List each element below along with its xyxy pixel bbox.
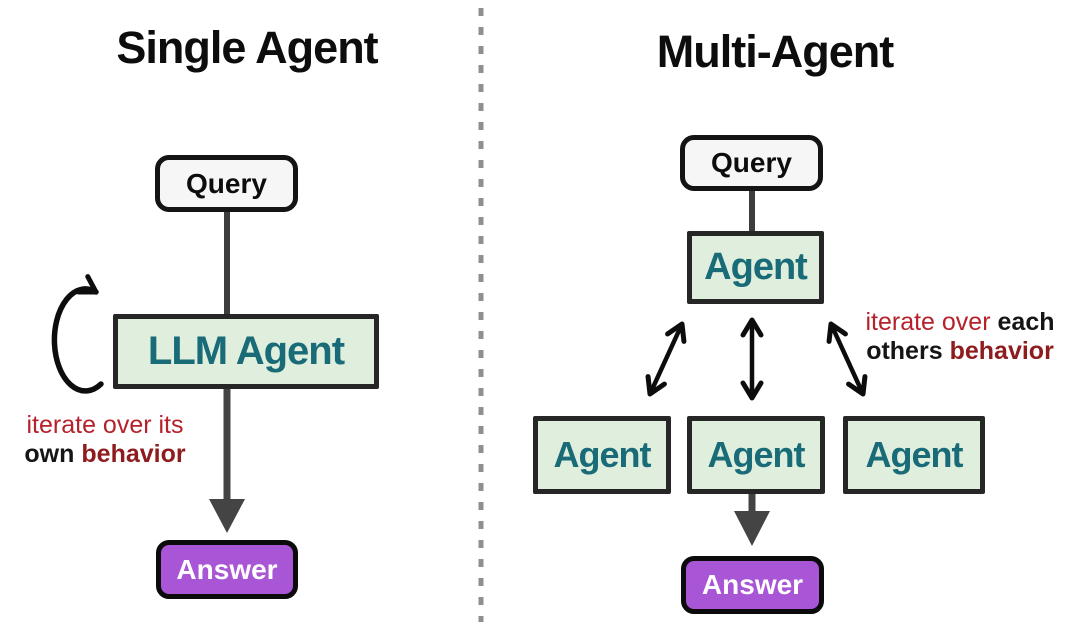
- left-query-node: Query: [155, 155, 298, 212]
- right-answer-label: Answer: [701, 569, 804, 600]
- right-annotation-behavior: behavior: [949, 337, 1054, 365]
- worker-agent-node-2: Agent: [687, 416, 825, 494]
- llm-agent-node: LLM Agent: [113, 314, 379, 389]
- worker-agent-label-1: Agent: [553, 434, 652, 475]
- right-query-label: Query: [711, 147, 792, 178]
- coordinator-agent-label: Agent: [704, 246, 808, 288]
- right-query-node: Query: [680, 135, 823, 191]
- left-annotation-own: own: [24, 440, 75, 468]
- right-bidirectional-arrow-left: [645, 321, 687, 397]
- right-agent-to-answer-arrowhead: [734, 511, 770, 546]
- single-agent-title: Single Agent: [116, 22, 378, 73]
- right-annotation-each: each: [997, 308, 1055, 336]
- left-annotation-line1: iterate over its: [26, 411, 184, 439]
- left-answer-node: Answer: [156, 540, 298, 599]
- llm-agent-label: LLM Agent: [147, 329, 345, 373]
- left-agent-to-answer-arrowhead: [209, 499, 245, 533]
- left-self-loop-arrow: [51, 274, 104, 394]
- worker-agent-label-2: Agent: [707, 434, 806, 475]
- worker-agent-node-3: Agent: [843, 416, 985, 494]
- right-answer-node: Answer: [681, 556, 824, 614]
- worker-agent-label-3: Agent: [865, 434, 964, 475]
- multi-agent-title: Multi-Agent: [656, 26, 894, 77]
- worker-agent-node-1: Agent: [533, 416, 671, 494]
- right-annotation-iterate-over: iterate over: [865, 308, 991, 336]
- left-answer-label: Answer: [176, 553, 278, 585]
- coordinator-agent-node: Agent: [687, 231, 824, 304]
- left-query-label: Query: [186, 167, 267, 199]
- left-annotation-behavior: behavior: [81, 440, 186, 468]
- right-annotation-others: others: [866, 337, 943, 365]
